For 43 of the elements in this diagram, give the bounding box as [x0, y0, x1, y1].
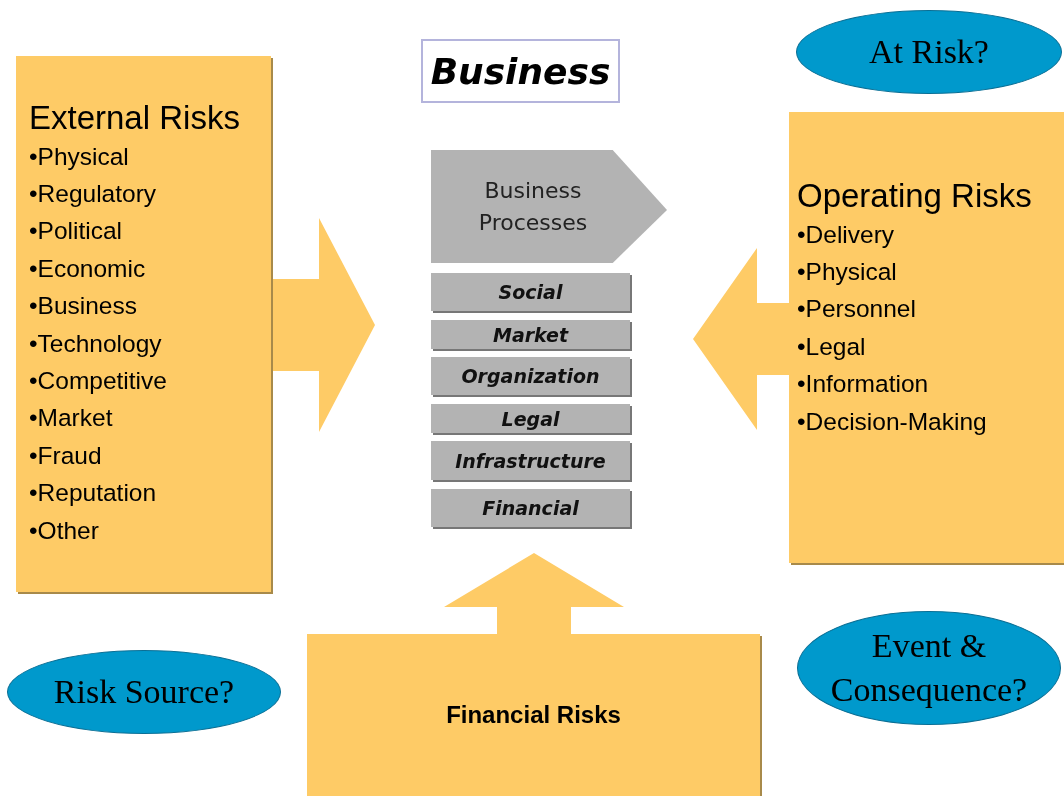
- list-item: •Physical: [29, 141, 130, 172]
- list-item: •Economic: [29, 253, 147, 284]
- list-item: •Physical: [797, 257, 898, 287]
- list-item: •Market: [29, 403, 114, 434]
- layer-bar: [431, 489, 630, 527]
- layer-label: Market: [493, 323, 568, 346]
- list-item: •Fraud: [29, 440, 103, 471]
- layer-bar: [431, 273, 630, 311]
- layer-bar: [431, 441, 630, 480]
- list-item: •Competitive: [29, 366, 168, 397]
- list-item: •Regulatory: [29, 179, 158, 209]
- list-item: •Technology: [29, 328, 163, 359]
- block-arrow: [271, 218, 375, 432]
- title-box: Business: [421, 39, 620, 103]
- layer-bar: [431, 320, 630, 349]
- block-arrow: [693, 248, 789, 430]
- risk-panel: [307, 634, 760, 796]
- panel-heading: Financial Risks: [446, 701, 621, 729]
- risk-panel: [16, 56, 271, 592]
- bubble-label: Risk Source?: [53, 671, 235, 712]
- risk-panel: [789, 112, 1064, 563]
- layer-bar: [431, 357, 630, 395]
- list-item: •Reputation: [29, 478, 158, 509]
- block-arrow: [444, 553, 624, 634]
- list-item: •Personnel: [797, 294, 917, 325]
- layer-label: Legal: [501, 407, 560, 430]
- list-item: •Delivery: [797, 219, 896, 250]
- list-item: •Information: [797, 369, 930, 400]
- list-item: •Business: [29, 291, 138, 322]
- layer-label: Organization: [461, 365, 600, 387]
- list-item: •Other: [29, 515, 100, 546]
- list-item: •Political: [29, 216, 123, 247]
- layer-label: Social: [498, 281, 563, 303]
- layer-label: Financial: [482, 497, 579, 519]
- bubble-label: Event & Consequence?: [829, 625, 1029, 710]
- layer-label: Infrastructure: [455, 449, 606, 472]
- process-label: Business Processes: [477, 176, 589, 237]
- list-item: •Legal: [797, 331, 867, 362]
- panel-heading: External Risks: [29, 98, 241, 138]
- list-item: •Decision-Making: [797, 406, 988, 437]
- bubble-label: At Risk?: [869, 31, 989, 72]
- panel-heading: Operating Risks: [797, 176, 1033, 216]
- layer-bar: [431, 404, 630, 433]
